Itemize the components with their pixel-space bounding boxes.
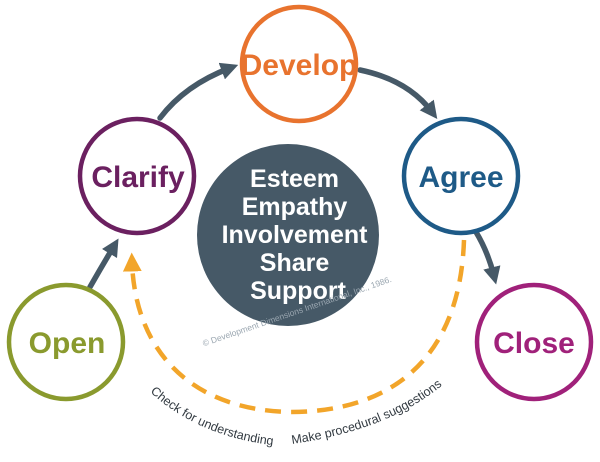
dashed-feedback-arrow [122, 239, 467, 415]
arrow-open-to-clarify [87, 238, 119, 290]
center-line-esteem: Esteem [250, 165, 339, 193]
arrow-clarify-to-develop [157, 62, 239, 121]
note-procedural-text: Make procedural suggestions [290, 377, 444, 447]
step-open: Open [6, 282, 126, 402]
arrow-develop-to-agree [357, 67, 438, 120]
step-close-label: Close [493, 327, 575, 360]
note-check-understanding: Check for understanding [148, 384, 274, 448]
center-values: Esteem Empathy Involvement Share Support [222, 165, 375, 305]
step-clarify-label: Clarify [91, 161, 185, 194]
center-line-share: Share [260, 249, 330, 277]
arrow-agree-to-close [473, 229, 501, 285]
note-check-text: Check for understanding [148, 384, 274, 448]
center-line-support: Support [250, 277, 346, 305]
note-procedural-suggestions: Make procedural suggestions [290, 377, 444, 447]
center-line-empathy: Empathy [242, 193, 348, 221]
step-develop: Develop [239, 4, 359, 124]
step-open-label: Open [29, 327, 106, 360]
step-develop-label: Develop [241, 49, 358, 82]
step-agree-label: Agree [418, 161, 503, 194]
center-line-involvement: Involvement [222, 221, 369, 249]
step-close: Close [474, 282, 594, 402]
center-circle [197, 144, 379, 326]
step-clarify: Clarify [77, 116, 197, 236]
step-agree: Agree [401, 116, 521, 236]
